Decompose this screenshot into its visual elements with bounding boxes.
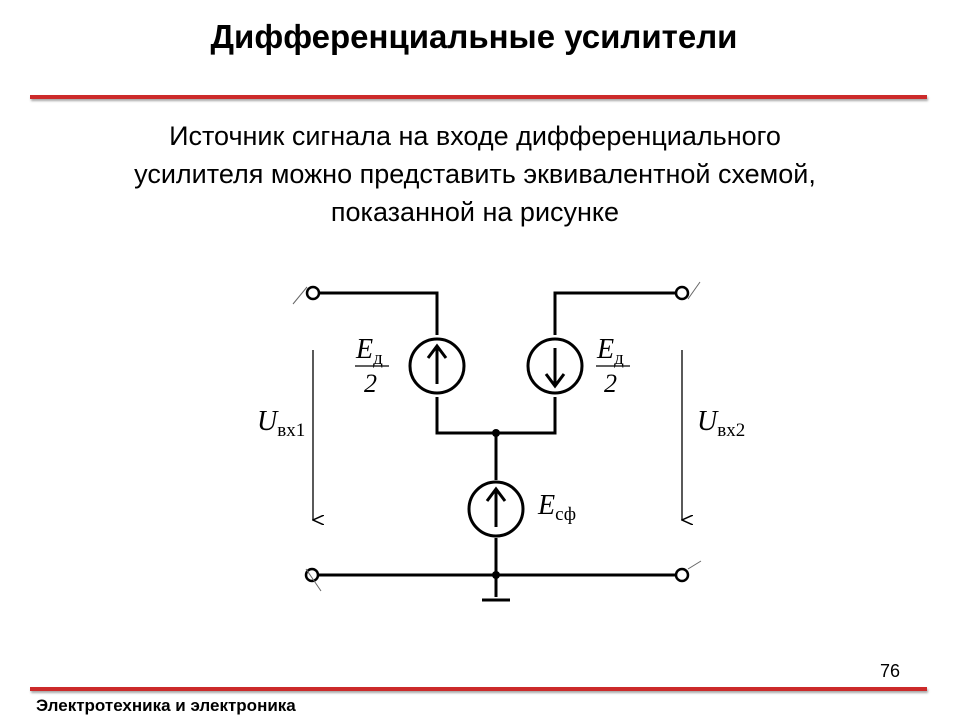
voltage-left-subscript: вх1 bbox=[277, 420, 305, 441]
page-title: Дифференциальные усилители bbox=[210, 18, 738, 55]
source-left-denominator: 2 bbox=[364, 369, 377, 398]
source-right-symbol: E bbox=[596, 334, 614, 365]
intro-line-2: усилителя можно представить эквивалентно… bbox=[134, 159, 816, 189]
source-right-label: Eд bbox=[596, 334, 624, 369]
source-right-subscript: д bbox=[614, 348, 624, 369]
voltage-right-subscript: вх2 bbox=[717, 420, 745, 441]
source-common-subscript: сф bbox=[555, 504, 576, 525]
source-left-subscript: д bbox=[373, 348, 383, 369]
junction-top bbox=[492, 429, 500, 437]
intro-line-1: Источник сигнала на входе дифференциальн… bbox=[169, 121, 781, 151]
voltage-left-symbol: U bbox=[257, 406, 279, 437]
terminal-bottom-left bbox=[304, 567, 322, 592]
intro-line-3: показанной на рисунке bbox=[330, 197, 620, 227]
voltage-left-label: Uвх1 bbox=[257, 406, 305, 441]
source-common-label: Eсф bbox=[537, 490, 576, 525]
footer-divider bbox=[30, 687, 927, 691]
source-left-label: Eд bbox=[355, 334, 383, 369]
junction-bottom bbox=[492, 571, 500, 579]
source-right-denominator: 2 bbox=[604, 369, 617, 398]
voltage-right-symbol: U bbox=[697, 406, 719, 437]
terminal-top-left bbox=[292, 285, 321, 305]
source-right bbox=[526, 337, 584, 395]
terminal-top-right bbox=[674, 281, 701, 301]
page-number: 76 bbox=[879, 661, 900, 681]
source-left bbox=[408, 337, 466, 395]
source-common bbox=[467, 480, 525, 538]
intro-text: Источник сигнала на входе дифференциальн… bbox=[0, 117, 950, 231]
course-title: Электротехника и электроника bbox=[36, 696, 296, 715]
terminal-bottom-right bbox=[674, 560, 702, 583]
title-divider bbox=[30, 95, 927, 99]
source-left-symbol: E bbox=[355, 334, 373, 365]
source-common-symbol: E bbox=[537, 490, 555, 521]
voltage-right-label: Uвх2 bbox=[697, 406, 745, 441]
